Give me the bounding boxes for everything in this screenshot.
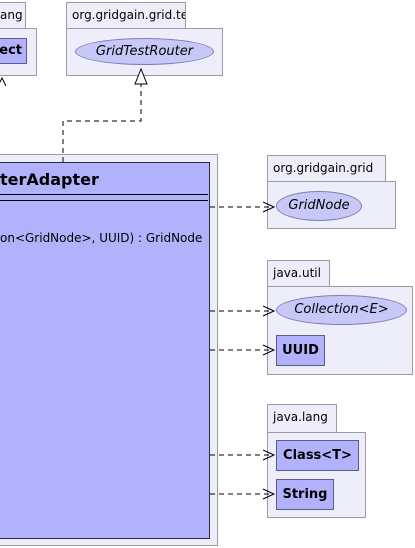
interface-grid-node[interactable]: GridNode (276, 191, 362, 221)
package-lang-partial: ect (0, 28, 37, 76)
class-label-class-t: Class<T> (283, 448, 352, 463)
package-tab-java-lang: java.lang (267, 404, 337, 433)
class-box-string[interactable]: String (276, 479, 334, 510)
dependency-string (210, 488, 276, 500)
package-java-lang: Class<T> String (267, 432, 366, 518)
package-label-java-lang: java.lang (273, 410, 328, 424)
package-grid: GridNode (267, 181, 396, 229)
interface-collection[interactable]: Collection<E> (276, 295, 407, 325)
package-grid-test: GridTestRouter (66, 28, 223, 76)
package-tab-java-util: java.util (267, 260, 330, 287)
realization-line-grid-test-router (62, 84, 142, 162)
dependency-collection (210, 305, 276, 317)
package-label-grid-test: org.gridgain.grid.test (72, 8, 185, 22)
interface-grid-test-router[interactable]: GridTestRouter (75, 38, 214, 65)
package-java-util: Collection<E> UUID (267, 286, 413, 375)
class-box-uuid[interactable]: UUID (276, 335, 325, 366)
interface-label-grid-test-router: GridTestRouter (95, 44, 194, 59)
package-tab-grid-test: org.gridgain.grid.test (66, 2, 186, 29)
interface-label-collection: Collection<E> (294, 302, 389, 317)
package-tab-lang-partial: ang (0, 2, 26, 29)
package-label-grid: org.gridgain.grid (273, 161, 374, 175)
class-box-class-t[interactable]: Class<T> (276, 440, 359, 471)
main-class-title: terAdapter (0, 170, 99, 189)
main-class-box[interactable] (0, 162, 210, 539)
class-label-object-partial: ect (0, 43, 22, 58)
dependency-grid-node (210, 201, 276, 213)
main-class-divider-bottom (0, 200, 208, 201)
class-label-string: String (282, 487, 328, 502)
package-tab-grid: org.gridgain.grid (267, 155, 386, 182)
realization-arrowhead (134, 67, 148, 85)
dependency-uuid (210, 344, 276, 356)
class-label-uuid: UUID (282, 343, 319, 358)
package-label-java-util: java.util (273, 266, 321, 280)
class-box-object-partial[interactable]: ect (0, 38, 27, 64)
main-class-divider-top (0, 194, 208, 195)
dependency-class-t (210, 449, 276, 461)
package-label-lang-partial: ang (0, 8, 23, 22)
partial-arrowhead-left (0, 76, 7, 87)
interface-label-grid-node: GridNode (288, 198, 350, 213)
main-class-operation: on<GridNode>, UUID) : GridNode (0, 231, 203, 245)
